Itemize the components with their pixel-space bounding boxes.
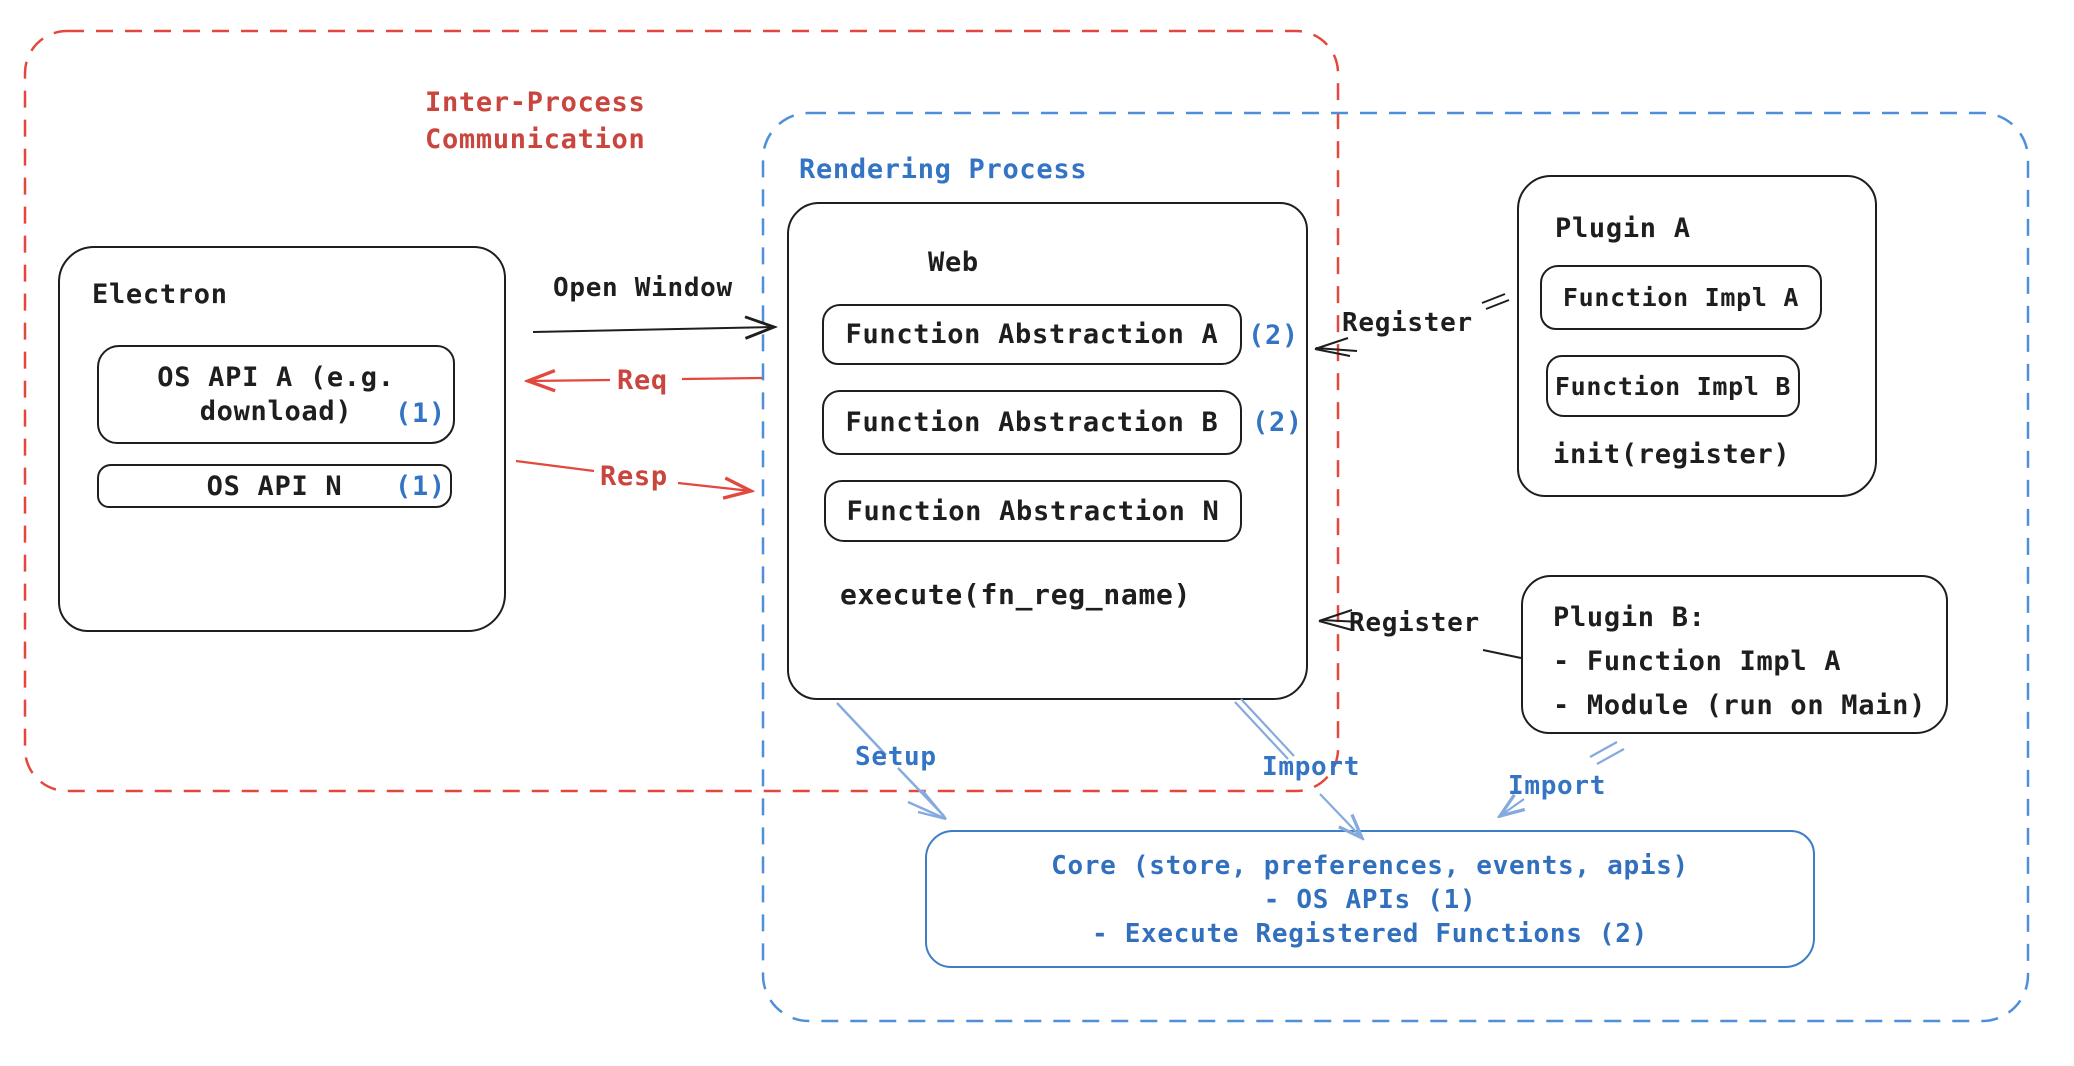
plugin-b-text: Plugin B:- Function Impl A- Module (run … (1553, 602, 1927, 721)
os-api-n-box: OS API N (97, 464, 452, 508)
plugin-a-box (1517, 175, 1877, 497)
req-label: Req (617, 365, 668, 396)
req-arrow (528, 378, 763, 381)
function-impl-b-label: Function Impl B (1554, 371, 1792, 401)
function-abstraction-b-label: Function Abstraction B (845, 407, 1219, 438)
os-api-a-badge: (1) (395, 398, 446, 429)
function-abstraction-b-badge: (2) (1252, 407, 1303, 438)
function-impl-a-label: Function Impl A (1562, 283, 1800, 312)
import-web-label: Import (1262, 752, 1361, 782)
init-register-label: init(register) (1553, 439, 1791, 470)
import-plugin-label: Import (1508, 771, 1607, 801)
open-window-label: Open Window (553, 273, 733, 303)
register-bottom-arrow (1318, 609, 1522, 659)
function-abstraction-a-badge: (2) (1248, 320, 1299, 351)
function-impl-a-box: Function Impl A (1540, 265, 1822, 330)
register-top-arrow (1314, 293, 1510, 357)
os-api-a-box: OS API A (e.g. download) (97, 345, 455, 444)
function-abstraction-a-box: Function Abstraction A (822, 304, 1242, 365)
resp-arrow (515, 459, 751, 491)
open-window-arrow (532, 327, 774, 332)
function-abstraction-n-box: Function Abstraction N (824, 480, 1242, 542)
register-bottom-label: Register (1349, 608, 1480, 638)
electron-title: Electron (92, 279, 228, 310)
core-text: Core (store, preferences, events, apis)-… (1051, 851, 1689, 949)
register-top-label: Register (1342, 308, 1473, 338)
rendering-region-border (761, 111, 2030, 1023)
import-plugin-arrow (1500, 741, 1625, 816)
plugin-a-title: Plugin A (1555, 213, 1691, 244)
os-api-a-label-line1: OS API A (e.g. (157, 361, 395, 393)
setup-label: Setup (855, 742, 937, 772)
setup-arrow (836, 702, 947, 821)
os-api-a-label-line2: download) (199, 395, 353, 427)
web-title: Web (928, 247, 979, 278)
function-abstraction-b-box: Function Abstraction B (822, 390, 1242, 455)
os-api-n-label: OS API N (206, 470, 343, 502)
os-api-n-badge: (1) (395, 471, 446, 502)
execute-fn-label: execute(fn_reg_name) (840, 578, 1192, 611)
function-abstraction-a-label: Function Abstraction A (845, 319, 1219, 350)
function-abstraction-n-label: Function Abstraction N (846, 495, 1220, 527)
import-web-arrow (1234, 698, 1362, 838)
plugin-b-box (1521, 575, 1948, 734)
function-impl-b-box: Function Impl B (1546, 355, 1800, 417)
rendering-region-title: Rendering Process (799, 154, 1088, 185)
resp-label: Resp (600, 461, 668, 492)
core-box (925, 830, 1815, 968)
ipc-region-border (23, 29, 1340, 793)
